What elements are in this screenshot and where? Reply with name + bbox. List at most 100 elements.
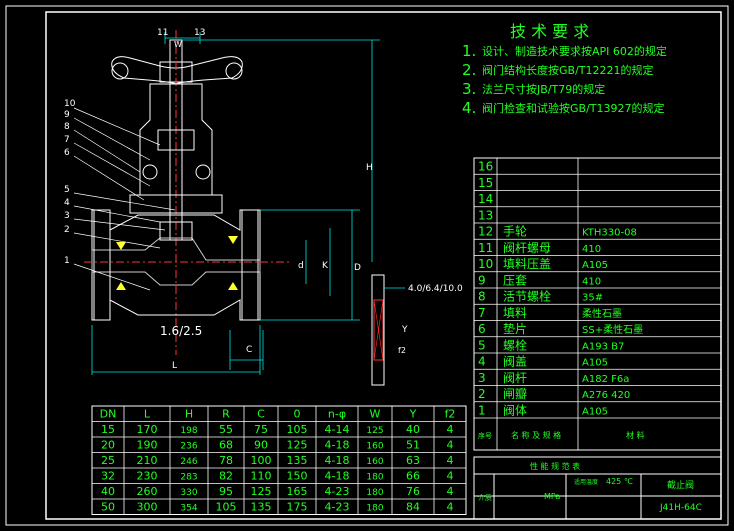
dim-cell: 150 bbox=[287, 470, 308, 483]
callout-6: 6 bbox=[64, 148, 70, 158]
dim-cell: 135 bbox=[251, 501, 272, 514]
req-text-2: 阀门结构长度按GB/T12221的规定 bbox=[482, 63, 654, 77]
label-f2: f2 bbox=[398, 346, 406, 355]
callout-3: 3 bbox=[64, 211, 70, 221]
dim-cell: 236 bbox=[180, 442, 197, 452]
flange-section bbox=[371, 274, 405, 386]
dim-cell: 125 bbox=[251, 485, 272, 498]
flange-note: 4.0/6.4/10.0 bbox=[408, 284, 463, 294]
dim-header-cell: n-φ bbox=[328, 408, 346, 421]
part-no: 14 bbox=[478, 192, 493, 206]
medium-label: 介质 bbox=[478, 493, 492, 502]
part-name: 填料压盖 bbox=[503, 257, 551, 271]
dim-cell: 230 bbox=[137, 470, 158, 483]
handwheel bbox=[111, 56, 243, 85]
mark-2 bbox=[228, 236, 238, 244]
dim-header-cell: DN bbox=[100, 408, 117, 421]
callout-2: 2 bbox=[64, 225, 70, 235]
part-no: 16 bbox=[478, 160, 493, 174]
dim-cell: 76 bbox=[406, 485, 420, 498]
dim-cell: 90 bbox=[254, 439, 268, 452]
dim-cell: 95 bbox=[219, 485, 233, 498]
eyebolt-left bbox=[142, 164, 158, 180]
mark-1 bbox=[116, 242, 126, 250]
requirements-title: 技 术 要 求 bbox=[510, 22, 589, 41]
part-no: 12 bbox=[478, 225, 493, 239]
dim-cell: 160 bbox=[366, 457, 383, 467]
dim-cell: 4 bbox=[447, 470, 454, 483]
dim-cell: 4-23 bbox=[325, 501, 350, 514]
eyebolt-right bbox=[195, 164, 211, 180]
req-num-4: 4. bbox=[462, 99, 476, 117]
dim-cell: 25 bbox=[101, 454, 115, 467]
dim-cell: 246 bbox=[180, 457, 197, 467]
part-no: 5 bbox=[478, 338, 486, 352]
label-h: H bbox=[366, 163, 373, 173]
dim-cell: 125 bbox=[366, 426, 383, 436]
dim-header-cell: L bbox=[144, 408, 151, 421]
perf-title: 性 能 规 范 表 bbox=[530, 461, 580, 471]
dim-cell: 20 bbox=[101, 439, 115, 452]
outer-frame bbox=[5, 5, 729, 526]
dim-header-cell: f2 bbox=[445, 408, 456, 421]
part-name: 垫片 bbox=[503, 321, 527, 336]
label-y: Y bbox=[401, 325, 408, 335]
part-no: 3 bbox=[478, 371, 486, 385]
part-material: 柔性石墨 bbox=[582, 307, 622, 320]
callout-5: 5 bbox=[64, 185, 70, 195]
part-callouts: 10 9 8 7 6 5 4 3 2 1 bbox=[64, 99, 76, 266]
dim-cell: 51 bbox=[406, 439, 420, 452]
dim-header-cell: Y bbox=[409, 408, 417, 421]
label-11: 11 bbox=[157, 28, 168, 38]
dim-cell: 4-18 bbox=[325, 454, 350, 467]
dim-cell: 4 bbox=[447, 485, 454, 498]
part-material: 35# bbox=[582, 293, 603, 304]
title-block bbox=[473, 456, 722, 520]
req-text-1: 设计、制造技术要求按API 602的规定 bbox=[482, 44, 667, 58]
dim-cell: 68 bbox=[219, 439, 233, 452]
vertical-dimensions bbox=[91, 39, 380, 375]
req-num-2: 2. bbox=[462, 61, 476, 79]
dim-cell: 40 bbox=[101, 485, 115, 498]
pressure-unit: MPa bbox=[544, 492, 560, 501]
dim-cell: 4 bbox=[447, 454, 454, 467]
dim-cell: 175 bbox=[287, 501, 308, 514]
dim-header-cell: R bbox=[222, 408, 230, 421]
dim-cell: 15 bbox=[101, 423, 115, 436]
valve-model: J41H-64C bbox=[659, 503, 702, 513]
part-material: 410 bbox=[582, 244, 601, 255]
dim-frame bbox=[91, 405, 467, 515]
part-name: 手轮 bbox=[503, 225, 527, 239]
dim-cell: 100 bbox=[251, 454, 272, 467]
part-material: SS+柔性石墨 bbox=[582, 323, 643, 336]
dim-cell: 82 bbox=[219, 470, 233, 483]
disc bbox=[159, 221, 193, 241]
dim-cell: 4 bbox=[447, 501, 454, 514]
dim-cell: 125 bbox=[287, 439, 308, 452]
label-d-big: D bbox=[354, 263, 361, 273]
part-name: 阀杆 bbox=[503, 371, 527, 385]
part-material: A105 bbox=[582, 406, 608, 417]
dim-cell: 4 bbox=[447, 423, 454, 436]
dim-cell: 84 bbox=[406, 501, 420, 514]
dim-header-cell: W bbox=[370, 408, 381, 421]
part-no: 9 bbox=[478, 273, 486, 287]
header-no: 序号 bbox=[478, 431, 492, 440]
dim-cell: 32 bbox=[101, 470, 115, 483]
mark-3 bbox=[116, 282, 126, 290]
part-no: 2 bbox=[478, 387, 486, 401]
callout-10: 10 bbox=[64, 99, 76, 109]
flange-hatch bbox=[373, 299, 384, 361]
part-name: 填料 bbox=[503, 306, 527, 320]
dim-cell: 135 bbox=[287, 454, 308, 467]
part-no: 11 bbox=[478, 241, 493, 255]
label-c: C bbox=[246, 345, 252, 355]
dim-cell: 40 bbox=[406, 423, 420, 436]
weld-marks bbox=[116, 236, 238, 290]
dim-cell: 50 bbox=[101, 501, 115, 514]
part-name: 压套 bbox=[503, 273, 527, 287]
valve-name: 截止阀 bbox=[667, 479, 694, 491]
